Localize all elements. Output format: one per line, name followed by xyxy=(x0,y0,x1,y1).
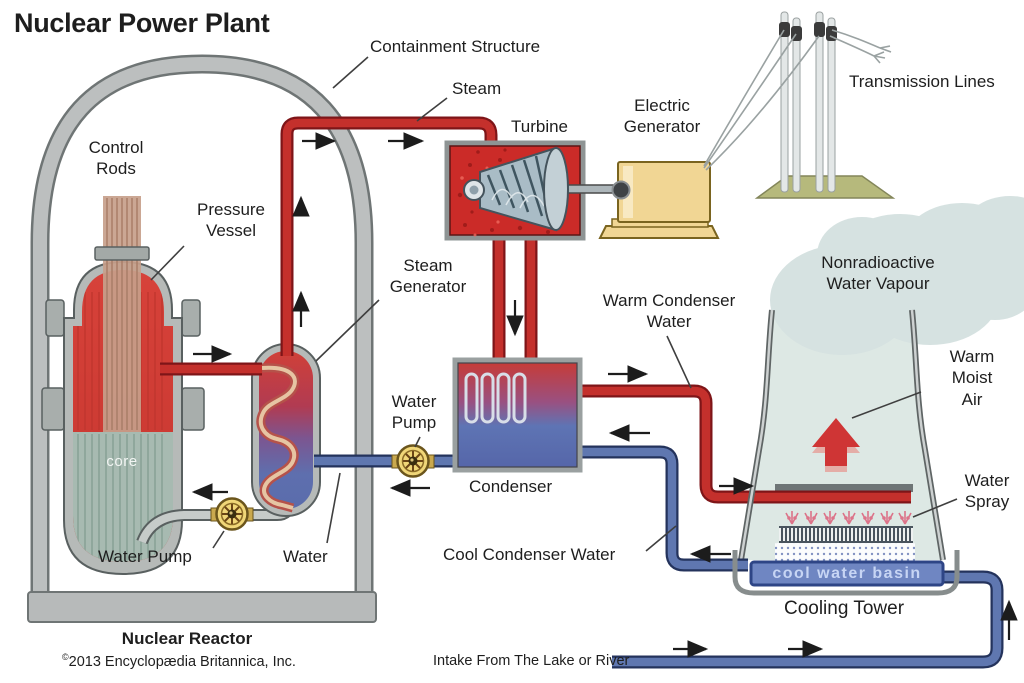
vapour-cloud xyxy=(770,196,1024,355)
reactor-pressure-vessel xyxy=(41,260,205,576)
copyright-symbol: © xyxy=(62,652,69,662)
turbine xyxy=(444,140,621,241)
cool-water-basin-label: cool water basin xyxy=(772,565,922,582)
primary-water-pump xyxy=(210,497,254,531)
warm-moist-air-label: Warm Moist Air xyxy=(949,347,995,409)
warm-air-arrow xyxy=(812,418,860,466)
basin-tray xyxy=(732,550,960,596)
containment-structure-label: Containment Structure xyxy=(370,37,541,56)
turbine-blades xyxy=(486,155,552,221)
flow-arrows xyxy=(191,132,1018,658)
primary-water-pump-label: Water Pump xyxy=(98,547,192,566)
steam-generator-label: Steam Generator xyxy=(389,256,467,297)
cooling-tower-label: Cooling Tower xyxy=(783,598,905,619)
reactor-core xyxy=(73,432,173,562)
electric-generator xyxy=(598,161,720,239)
water-spray xyxy=(785,511,912,525)
droplet-region xyxy=(775,543,915,562)
insulators xyxy=(779,22,837,41)
core-label: core xyxy=(106,453,138,470)
cool-condenser-water-label: Cool Condenser Water xyxy=(443,545,616,564)
pointer-lines xyxy=(150,56,958,552)
feedwater-pump-label: Water Pump xyxy=(391,392,437,433)
generator-shaft-hub xyxy=(611,180,631,200)
electric-generator-label: Electric Generator xyxy=(623,96,701,137)
water-spray-label: Water Spray xyxy=(964,471,1010,512)
feedwater-pump xyxy=(391,444,435,478)
nonradioactive-water-vapour-label: Nonradioactive Water Vapour xyxy=(821,253,935,294)
nuclear-reactor-label: Nuclear Reactor xyxy=(121,629,253,648)
condenser xyxy=(452,357,583,473)
pressure-vessel-label: Pressure Vessel xyxy=(196,200,266,241)
intake-label: Intake From The Lake or River xyxy=(433,653,630,669)
turbine-label: Turbine xyxy=(511,117,569,136)
condenser-label: Condenser xyxy=(469,477,553,496)
warm-condenser-water-label: Warm Condenser Water xyxy=(602,291,736,332)
control-rods-label: Control Rods xyxy=(88,138,144,179)
control-rods xyxy=(94,196,150,432)
power-wires xyxy=(703,29,892,171)
steam-label: Steam xyxy=(452,79,502,98)
credit-line: ©2013 Encyclopædia Britannica, Inc. xyxy=(62,652,296,670)
containment-structure xyxy=(27,54,377,623)
water-label: Water xyxy=(283,547,328,566)
cooling-fill-hatch xyxy=(779,527,913,542)
transmission-tower xyxy=(703,11,896,199)
page-title: Nuclear Power Plant xyxy=(14,8,270,38)
transmission-lines-label: Transmission Lines xyxy=(849,72,995,91)
steam-generator xyxy=(251,343,321,517)
distributor-strip xyxy=(775,484,913,492)
cool-water-basin xyxy=(749,560,945,587)
condenser-coil xyxy=(464,372,527,424)
tower-ground xyxy=(754,175,896,199)
